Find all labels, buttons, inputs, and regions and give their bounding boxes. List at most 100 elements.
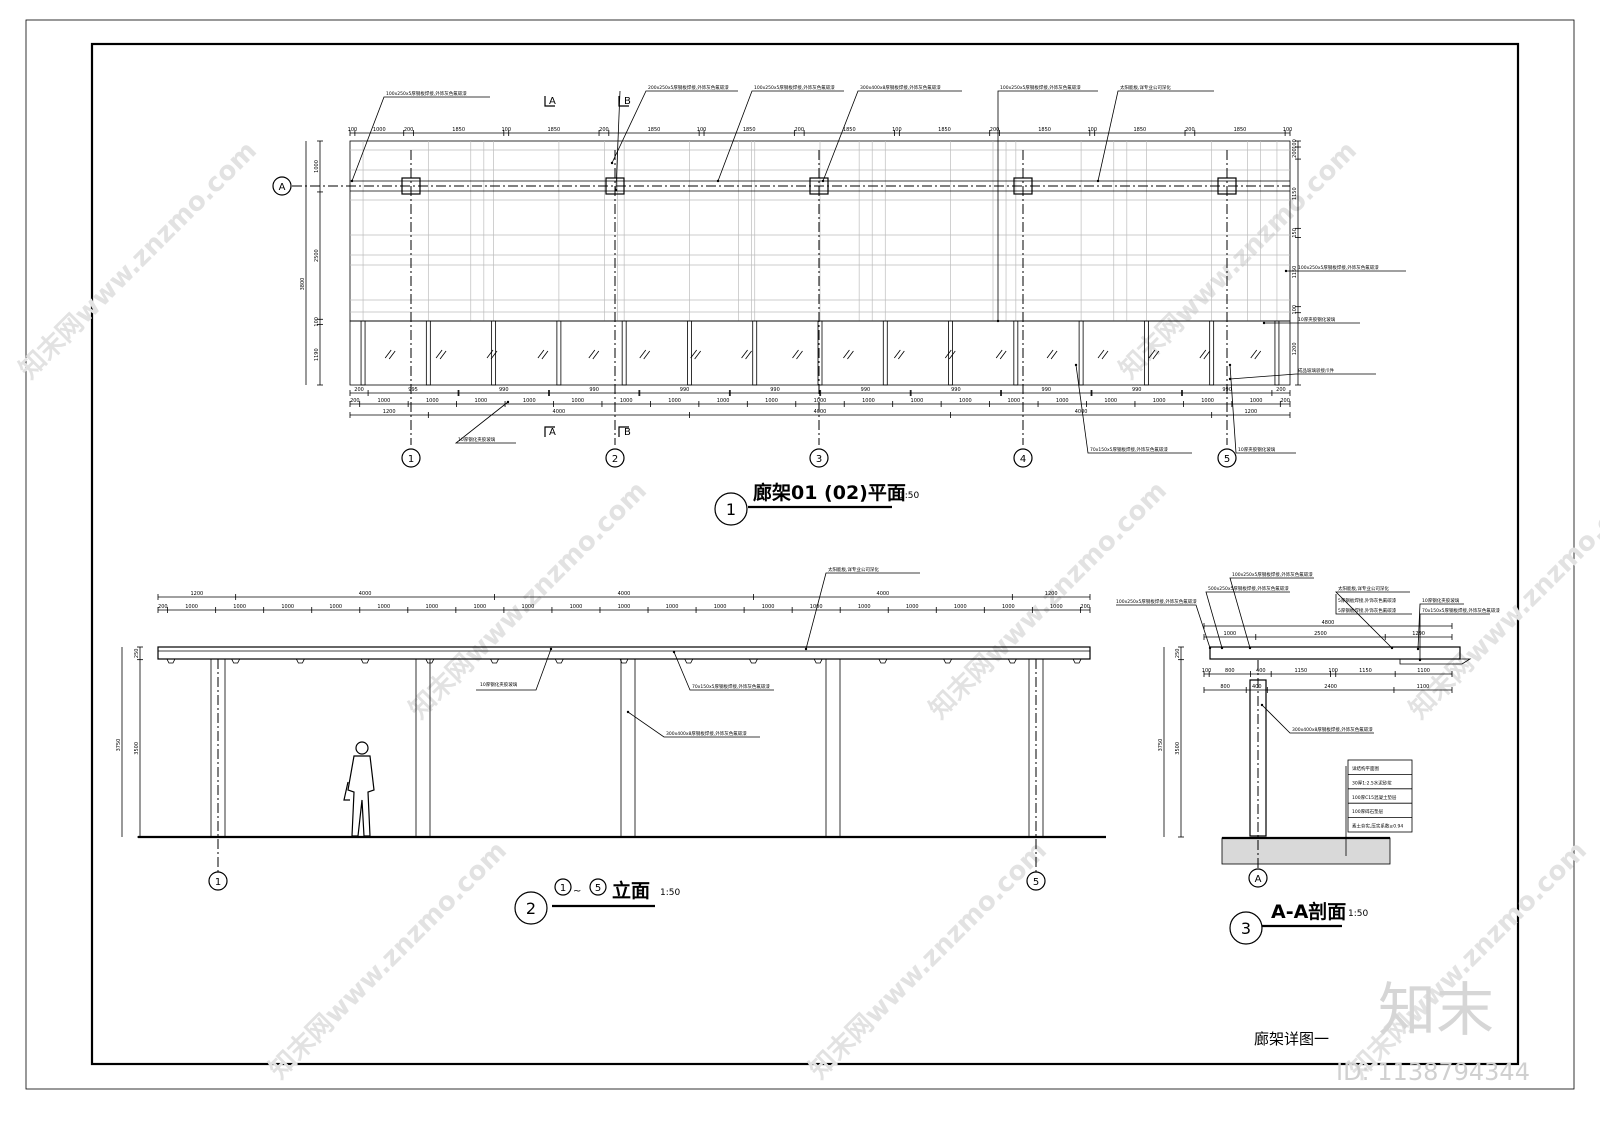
plan-dim-top-label: 200 <box>990 127 1000 133</box>
human-figure <box>343 741 375 837</box>
section-beam <box>1209 646 1461 660</box>
elev-dim-top2-label: 1000 <box>858 604 871 610</box>
elevation-bracket <box>878 658 888 664</box>
plan-note-text: 太阳能板,详专业公司深化 <box>1120 84 1171 91</box>
elev-dim-top1-label: 4000 <box>877 591 890 597</box>
plan-dim-left-total: 3800 <box>300 278 306 291</box>
axis-label: 1 <box>408 454 414 465</box>
range-sep: ~ <box>573 886 581 897</box>
section-marker: B <box>624 96 631 107</box>
axis-bubble-a <box>272 176 292 196</box>
glass-hatch <box>435 349 443 359</box>
sect-note-text: 300x400x8厚钢板焊接,外饰灰色氟碳漆 <box>1292 726 1373 733</box>
section-leader-notes: 100x250x5厚钢板焊接,外饰灰色氟碳漆500x250x5厚钢板焊接,外饰灰… <box>1116 571 1500 734</box>
sect-dim-mid-label: 1150 <box>1295 668 1308 674</box>
axis-label: A <box>1255 874 1262 885</box>
plan-dim-top-label: 100 <box>697 127 707 133</box>
plan-note-aux-leader <box>615 90 621 191</box>
plan-note-text: 100x250x5厚钢板焊接,外饰灰色氟碳漆 <box>386 90 467 97</box>
elev-dim-top2-label: 1000 <box>1050 604 1063 610</box>
section-marker: A <box>549 96 556 107</box>
plan-dim-bottom2-label: 200 <box>1280 398 1290 404</box>
elevation-bracket <box>554 658 564 664</box>
axis-label: 5 <box>1033 877 1039 888</box>
plan-dim-top-label: 100 <box>1283 127 1293 133</box>
plan-dim-top-label: 1850 <box>1133 127 1146 133</box>
sect-dim-bottom-label: 800 <box>1220 684 1230 690</box>
elevation-bracket <box>1007 658 1017 664</box>
section-cut <box>618 426 629 437</box>
elev-note-text: 70x150x5厚钢板焊接,外饰灰色氟碳漆 <box>692 683 770 690</box>
plan-dim-bottom2-label: 1000 <box>765 398 778 404</box>
foundation-layer: 100厚C15混凝土垫层 <box>1352 794 1397 801</box>
plan-dim-bottom2-label: 200 <box>350 398 360 404</box>
sect-dim-height-total: 3750 <box>1158 739 1164 752</box>
glass-mullion <box>882 320 888 386</box>
axis-bubble-5 <box>1026 871 1046 891</box>
plan-dim-bottom2-label: 1000 <box>668 398 681 404</box>
plan-dim-top-label: 100 <box>501 127 511 133</box>
axis-bubble-3 <box>809 448 829 468</box>
elev-dim-top2-label: 200 <box>158 604 168 610</box>
range-from: 1 <box>560 883 566 894</box>
plan-dim-right-label: 100 <box>1292 305 1298 315</box>
elev-dim-height-label: 3500 <box>134 742 140 755</box>
elevation-title: 立面 <box>612 879 650 902</box>
plan-note-leader <box>351 96 490 182</box>
range-bubble <box>554 878 572 896</box>
inner-frame <box>90 42 1520 1066</box>
glass-hatch <box>643 350 651 360</box>
glass-mullion <box>425 320 431 386</box>
section-gutter <box>1399 658 1472 665</box>
plan-dim-bottom2-label: 1000 <box>862 398 875 404</box>
plan-dim-top-label: 100 <box>348 127 358 133</box>
elev-dim-top1-label: 4000 <box>618 591 631 597</box>
glass-hatch <box>796 350 803 360</box>
sect-note-leader <box>1261 704 1374 734</box>
plan-note-text: 成品玻璃驳接爪件 <box>1298 367 1334 374</box>
glass-hatch <box>592 350 600 360</box>
outer-frame <box>25 19 1575 1090</box>
glass-hatch <box>1152 350 1160 360</box>
sect-note-text: 70x150x5厚钢板焊接,外饰灰色氟碳漆 <box>1422 607 1500 614</box>
plan-dim-top-label: 1850 <box>648 127 661 133</box>
view-number: 3 <box>1241 919 1251 938</box>
glass-hatch <box>1250 349 1258 359</box>
axis-label: 3 <box>816 454 822 465</box>
plan-dim-top-label: 200 <box>1185 127 1195 133</box>
elevation-bracket <box>489 658 500 664</box>
sect-note-text: 5厚钢板焊接,外饰灰色氟碳漆 <box>1338 597 1397 604</box>
sect-dim-bottom-label: 2400 <box>1324 684 1337 690</box>
plan-dim-bottom2-label: 1000 <box>1056 398 1069 404</box>
elevation-bracket <box>1072 658 1082 664</box>
glass-hatch <box>894 349 901 359</box>
elev-note-text: 太阳能板,详专业公司深化 <box>828 566 879 573</box>
sect-note-text: 10厚钢化夹胶玻璃 <box>1422 597 1460 604</box>
view-number-bubble <box>514 891 548 925</box>
glass-hatch <box>995 349 1003 359</box>
plan-dim-left-label: 1000 <box>314 160 320 173</box>
sect-note-text: 5厚钢板焊接,外饰灰色氟碳漆 <box>1338 607 1397 614</box>
plan-dim-bottom2-label: 1000 <box>523 398 536 404</box>
sect-note-text: 100x250x5厚钢板焊接,外饰灰色氟碳漆 <box>1116 598 1197 605</box>
plan-dim-top-label: 1850 <box>452 127 465 133</box>
plan-dim-right-label: 100 <box>1292 139 1298 149</box>
plan-note-text: 10厚钢化夹胶玻璃 <box>458 436 496 443</box>
elevation-bracket <box>166 658 176 664</box>
axis-label: 1 <box>215 877 221 888</box>
plan-dim-bottom1-label: 200 <box>354 387 364 393</box>
glass-hatch <box>541 350 549 360</box>
plan-dim-bottom1-label: 995 <box>408 387 418 393</box>
sect-note-leader <box>1229 577 1314 649</box>
sect-dim-mid-label: 400 <box>1256 668 1266 674</box>
glass-hatch <box>1203 350 1211 360</box>
axis-label: 2 <box>612 454 618 465</box>
glass-hatch <box>486 349 494 359</box>
plan-note-leader <box>997 90 1098 321</box>
plan-dim-bottom1-label: 990 <box>589 387 599 393</box>
foundation-table: 详结构平面图30厚1:2.5水泥砂浆100厚C15混凝土垫层100厚碎石垫层素土… <box>1345 759 1413 856</box>
section-cut <box>544 426 555 437</box>
plan-dim-bottom1-label: 990 <box>861 387 871 393</box>
